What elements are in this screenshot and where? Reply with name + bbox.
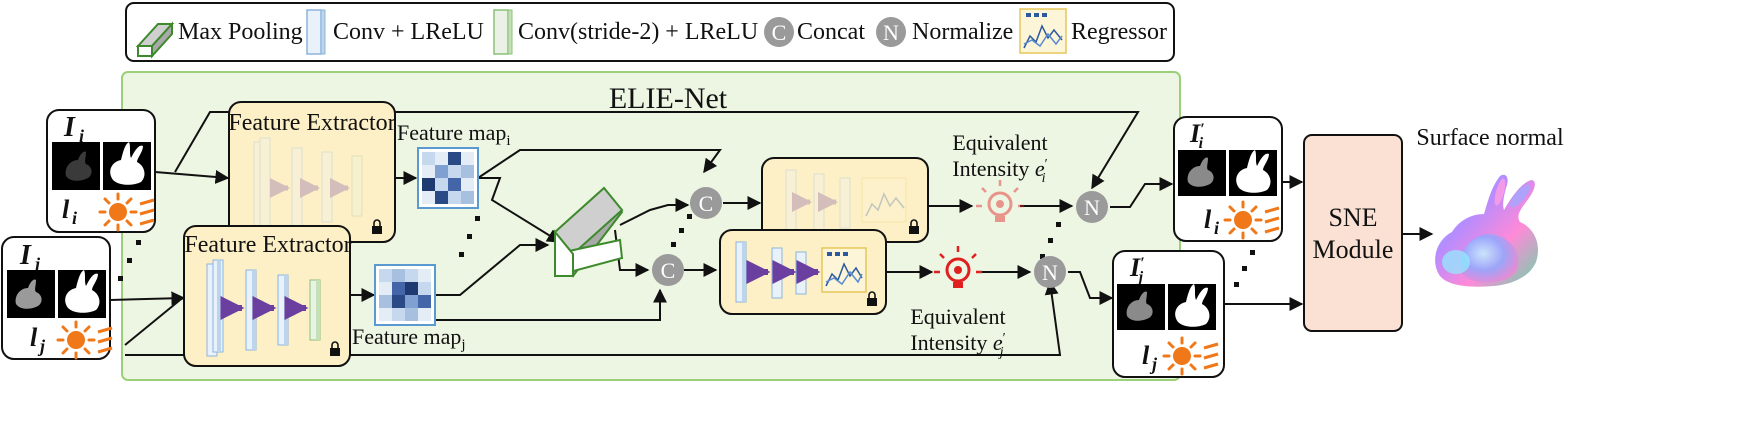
- output-i-light-symbol: l: [1204, 205, 1212, 234]
- equivalent-intensity-i: Equivalent Intensity e′i: [952, 130, 1048, 222]
- input-j-light-symbol: l: [30, 323, 38, 352]
- svg-text:C: C: [661, 258, 676, 283]
- feature-map-i: Feature mapi: [397, 120, 511, 209]
- lock-icon: [909, 219, 919, 234]
- elie-net-title: ELIE-Net: [609, 82, 728, 115]
- input-i-panel: I i l i: [46, 109, 156, 233]
- input-i-light-sub: i: [72, 208, 77, 228]
- feature-extractor-i-label: Feature Extractor: [228, 110, 395, 136]
- equiv-i-line2: Intensity e′i: [952, 156, 1047, 186]
- input-j-image-symbol: I: [19, 240, 32, 271]
- input-i-image-symbol: I: [63, 112, 76, 143]
- output-i-image-symbol: I′i: [1189, 119, 1205, 152]
- dots: [118, 214, 1255, 287]
- feature-extractor-j-label: Feature Extractor: [184, 232, 351, 258]
- sne-label-line2: Module: [1313, 235, 1394, 264]
- svg-text:N: N: [1084, 195, 1100, 220]
- input-j-image-sub: j: [32, 254, 41, 274]
- normalize-node-lower: N: [1034, 256, 1066, 288]
- regressor-icon: [1019, 8, 1067, 54]
- output-i-panel: I′i l i: [1173, 116, 1283, 242]
- legend-concat-label: Concat: [797, 19, 865, 45]
- feature-map-j: Feature mapj: [352, 264, 466, 353]
- svg-text:N: N: [883, 20, 899, 45]
- svg-text:C: C: [772, 20, 787, 45]
- conv-stride2-icon: [493, 9, 513, 55]
- concat-icon: C: [764, 17, 794, 47]
- output-j-image-symbol: I′j: [1129, 253, 1145, 286]
- equiv-i-line1: Equivalent: [952, 130, 1047, 155]
- legend-conv-stride2-label: Conv(stride-2) + LReLU: [518, 19, 758, 45]
- legend-max-pooling-label: Max Pooling: [178, 19, 303, 45]
- normalize-node-upper: N: [1076, 191, 1108, 223]
- legend: Max Pooling Conv + LReLU Conv(stride-2) …: [125, 2, 1175, 62]
- output-j-light-sub: j: [1149, 354, 1158, 374]
- feature-extractor-i: Feature Extractor: [228, 101, 396, 243]
- svg-text:N: N: [1042, 260, 1058, 285]
- input-j-light-sub: j: [37, 336, 46, 356]
- equivalent-intensity-j: Equivalent Intensity e′j: [910, 246, 1006, 360]
- normalize-icon: N: [876, 17, 906, 47]
- input-i-light-symbol: l: [62, 195, 70, 224]
- lock-icon: [867, 291, 877, 306]
- feature-map-j-label: Feature mapj: [352, 324, 466, 353]
- legend-conv-label: Conv + LReLU: [333, 19, 484, 45]
- conv-icon: [306, 9, 326, 55]
- regressor-chart-icon: [821, 247, 867, 293]
- feature-map-i-label: Feature mapi: [397, 120, 511, 149]
- svg-text:C: C: [699, 191, 714, 216]
- surface-normal-bunny-image: [1435, 174, 1539, 287]
- output-i-light-sub: i: [1214, 218, 1219, 238]
- connections: [109, 111, 1434, 356]
- legend-normalize-label: Normalize: [912, 19, 1013, 45]
- concat-node-upper: C: [690, 187, 722, 219]
- equiv-j-line1: Equivalent: [910, 304, 1005, 329]
- bulb-icon: [934, 246, 982, 288]
- input-j-panel: I j l j: [1, 236, 114, 360]
- concat-node-lower: C: [652, 254, 684, 286]
- legend-box: [125, 2, 1175, 62]
- sne-module: SNE Module: [1303, 134, 1403, 332]
- lock-icon: [330, 341, 340, 356]
- max-pooling-block: [553, 186, 624, 278]
- lock-icon: [372, 219, 382, 234]
- equiv-j-line2: Intensity e′j: [910, 330, 1005, 360]
- max-pooling-icon: [135, 21, 175, 59]
- input-i-image-sub: i: [79, 126, 84, 146]
- surface-normal-label: Surface normal: [1416, 125, 1564, 151]
- regressor-j: [719, 229, 887, 315]
- sne-label-line1: SNE: [1328, 203, 1377, 232]
- output-j-light-symbol: l: [1142, 341, 1150, 370]
- bulb-icon: [976, 180, 1024, 222]
- feature-extractor-j: Feature Extractor: [183, 225, 352, 367]
- legend-regressor-label: Regressor: [1071, 19, 1167, 45]
- output-j-panel: I′j l j: [1112, 250, 1225, 378]
